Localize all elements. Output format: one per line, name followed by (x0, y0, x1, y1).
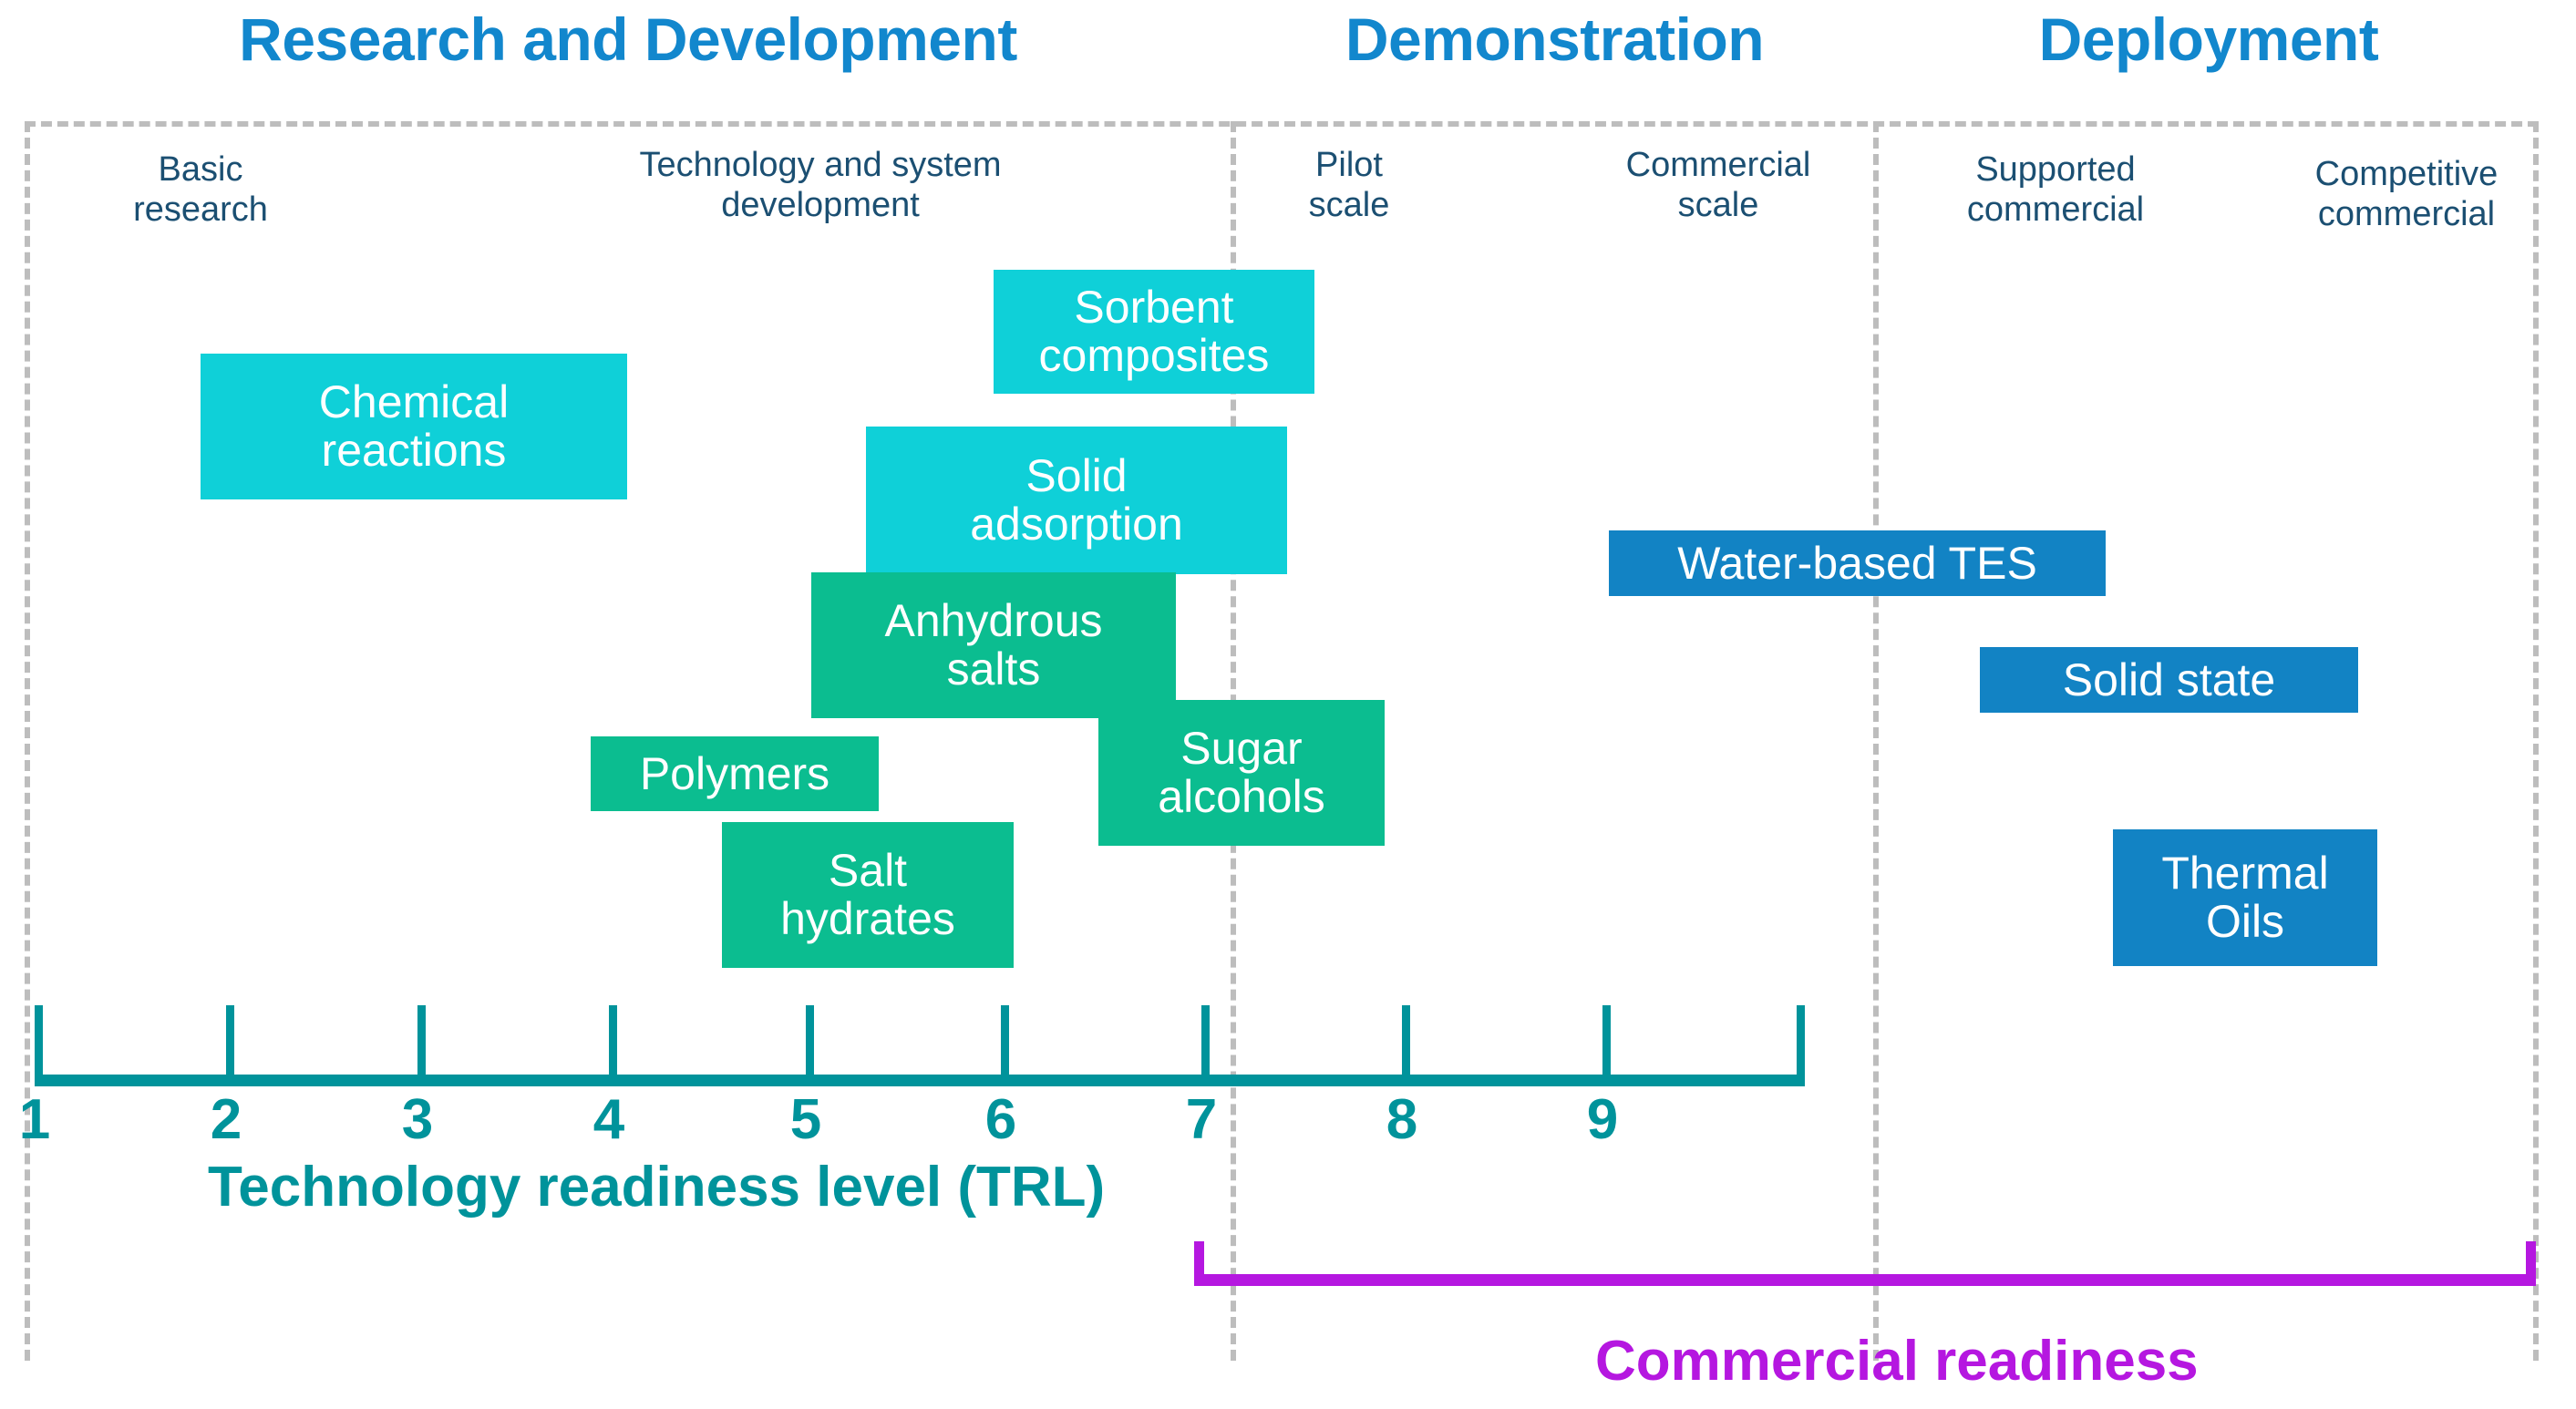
commercial-readiness-cap-left (1194, 1241, 1204, 1286)
trl-tick-8 (1402, 1005, 1410, 1076)
trl-number-5: 5 (789, 1088, 822, 1151)
tech-box-chemical-reactions[interactable]: Chemical reactions (201, 354, 627, 499)
trl-tick-7 (1201, 1005, 1210, 1076)
trl-tick-4 (609, 1005, 617, 1076)
trl-number-3: 3 (401, 1088, 434, 1151)
tech-box-water-based-tes[interactable]: Water-based TES (1609, 530, 2106, 596)
trl-number-8: 8 (1386, 1088, 1418, 1151)
trl-tick-1 (35, 1005, 43, 1076)
commercial-readiness-caption: Commercial readiness (1595, 1330, 2199, 1393)
trl-tick-9 (1602, 1005, 1611, 1076)
trl-number-1: 1 (18, 1088, 51, 1151)
sub-stage-label-basic-research: Basic research (133, 150, 268, 229)
tech-box-salt-hydrates[interactable]: Salt hydrates (722, 822, 1014, 968)
sub-stage-label-technology-and-system-development: Technology and system development (639, 146, 1002, 224)
sub-stage-label-competitive-commercial: Competitive commercial (2314, 155, 2499, 233)
tech-box-anhydrous-salts[interactable]: Anhydrous salts (811, 572, 1176, 718)
trl-number-4: 4 (592, 1088, 625, 1151)
tech-box-solid-state[interactable]: Solid state (1980, 647, 2358, 713)
sub-stage-label-supported-commercial: Supported commercial (1966, 150, 2145, 229)
dashed-frame (25, 121, 2539, 1361)
trl-number-7: 7 (1185, 1088, 1218, 1151)
commercial-readiness-bar (1194, 1274, 2536, 1286)
sub-stage-label-pilot-scale: Pilot scale (1308, 146, 1390, 224)
commercial-readiness-cap-right (2526, 1241, 2536, 1286)
tech-box-thermal-oils[interactable]: Thermal Oils (2113, 829, 2377, 966)
trl-number-2: 2 (210, 1088, 242, 1151)
tech-box-polymers[interactable]: Polymers (591, 736, 879, 811)
trl-tick-end (1797, 1005, 1805, 1076)
trl-axis-caption: Technology readiness level (TRL) (208, 1156, 1106, 1219)
stage-divider-2 (1873, 121, 1879, 1361)
trl-number-6: 6 (984, 1088, 1017, 1151)
trl-tick-2 (226, 1005, 234, 1076)
trl-tick-5 (806, 1005, 814, 1076)
stage-title-demonstration: Demonstration (1345, 5, 1765, 73)
tech-box-solid-adsorption[interactable]: Solid adsorption (866, 427, 1287, 574)
stage-title-research-and-development: Research and Development (239, 5, 1017, 73)
stage-title-deployment: Deployment (2038, 5, 2379, 73)
trl-axis-line (35, 1075, 1805, 1086)
trl-tick-3 (417, 1005, 426, 1076)
tech-box-sorbent-composites[interactable]: Sorbent composites (994, 270, 1314, 394)
sub-stage-label-commercial-scale: Commercial scale (1625, 146, 1811, 224)
trl-tick-6 (1001, 1005, 1009, 1076)
trl-number-9: 9 (1586, 1088, 1619, 1151)
tech-box-sugar-alcohols[interactable]: Sugar alcohols (1098, 700, 1385, 846)
